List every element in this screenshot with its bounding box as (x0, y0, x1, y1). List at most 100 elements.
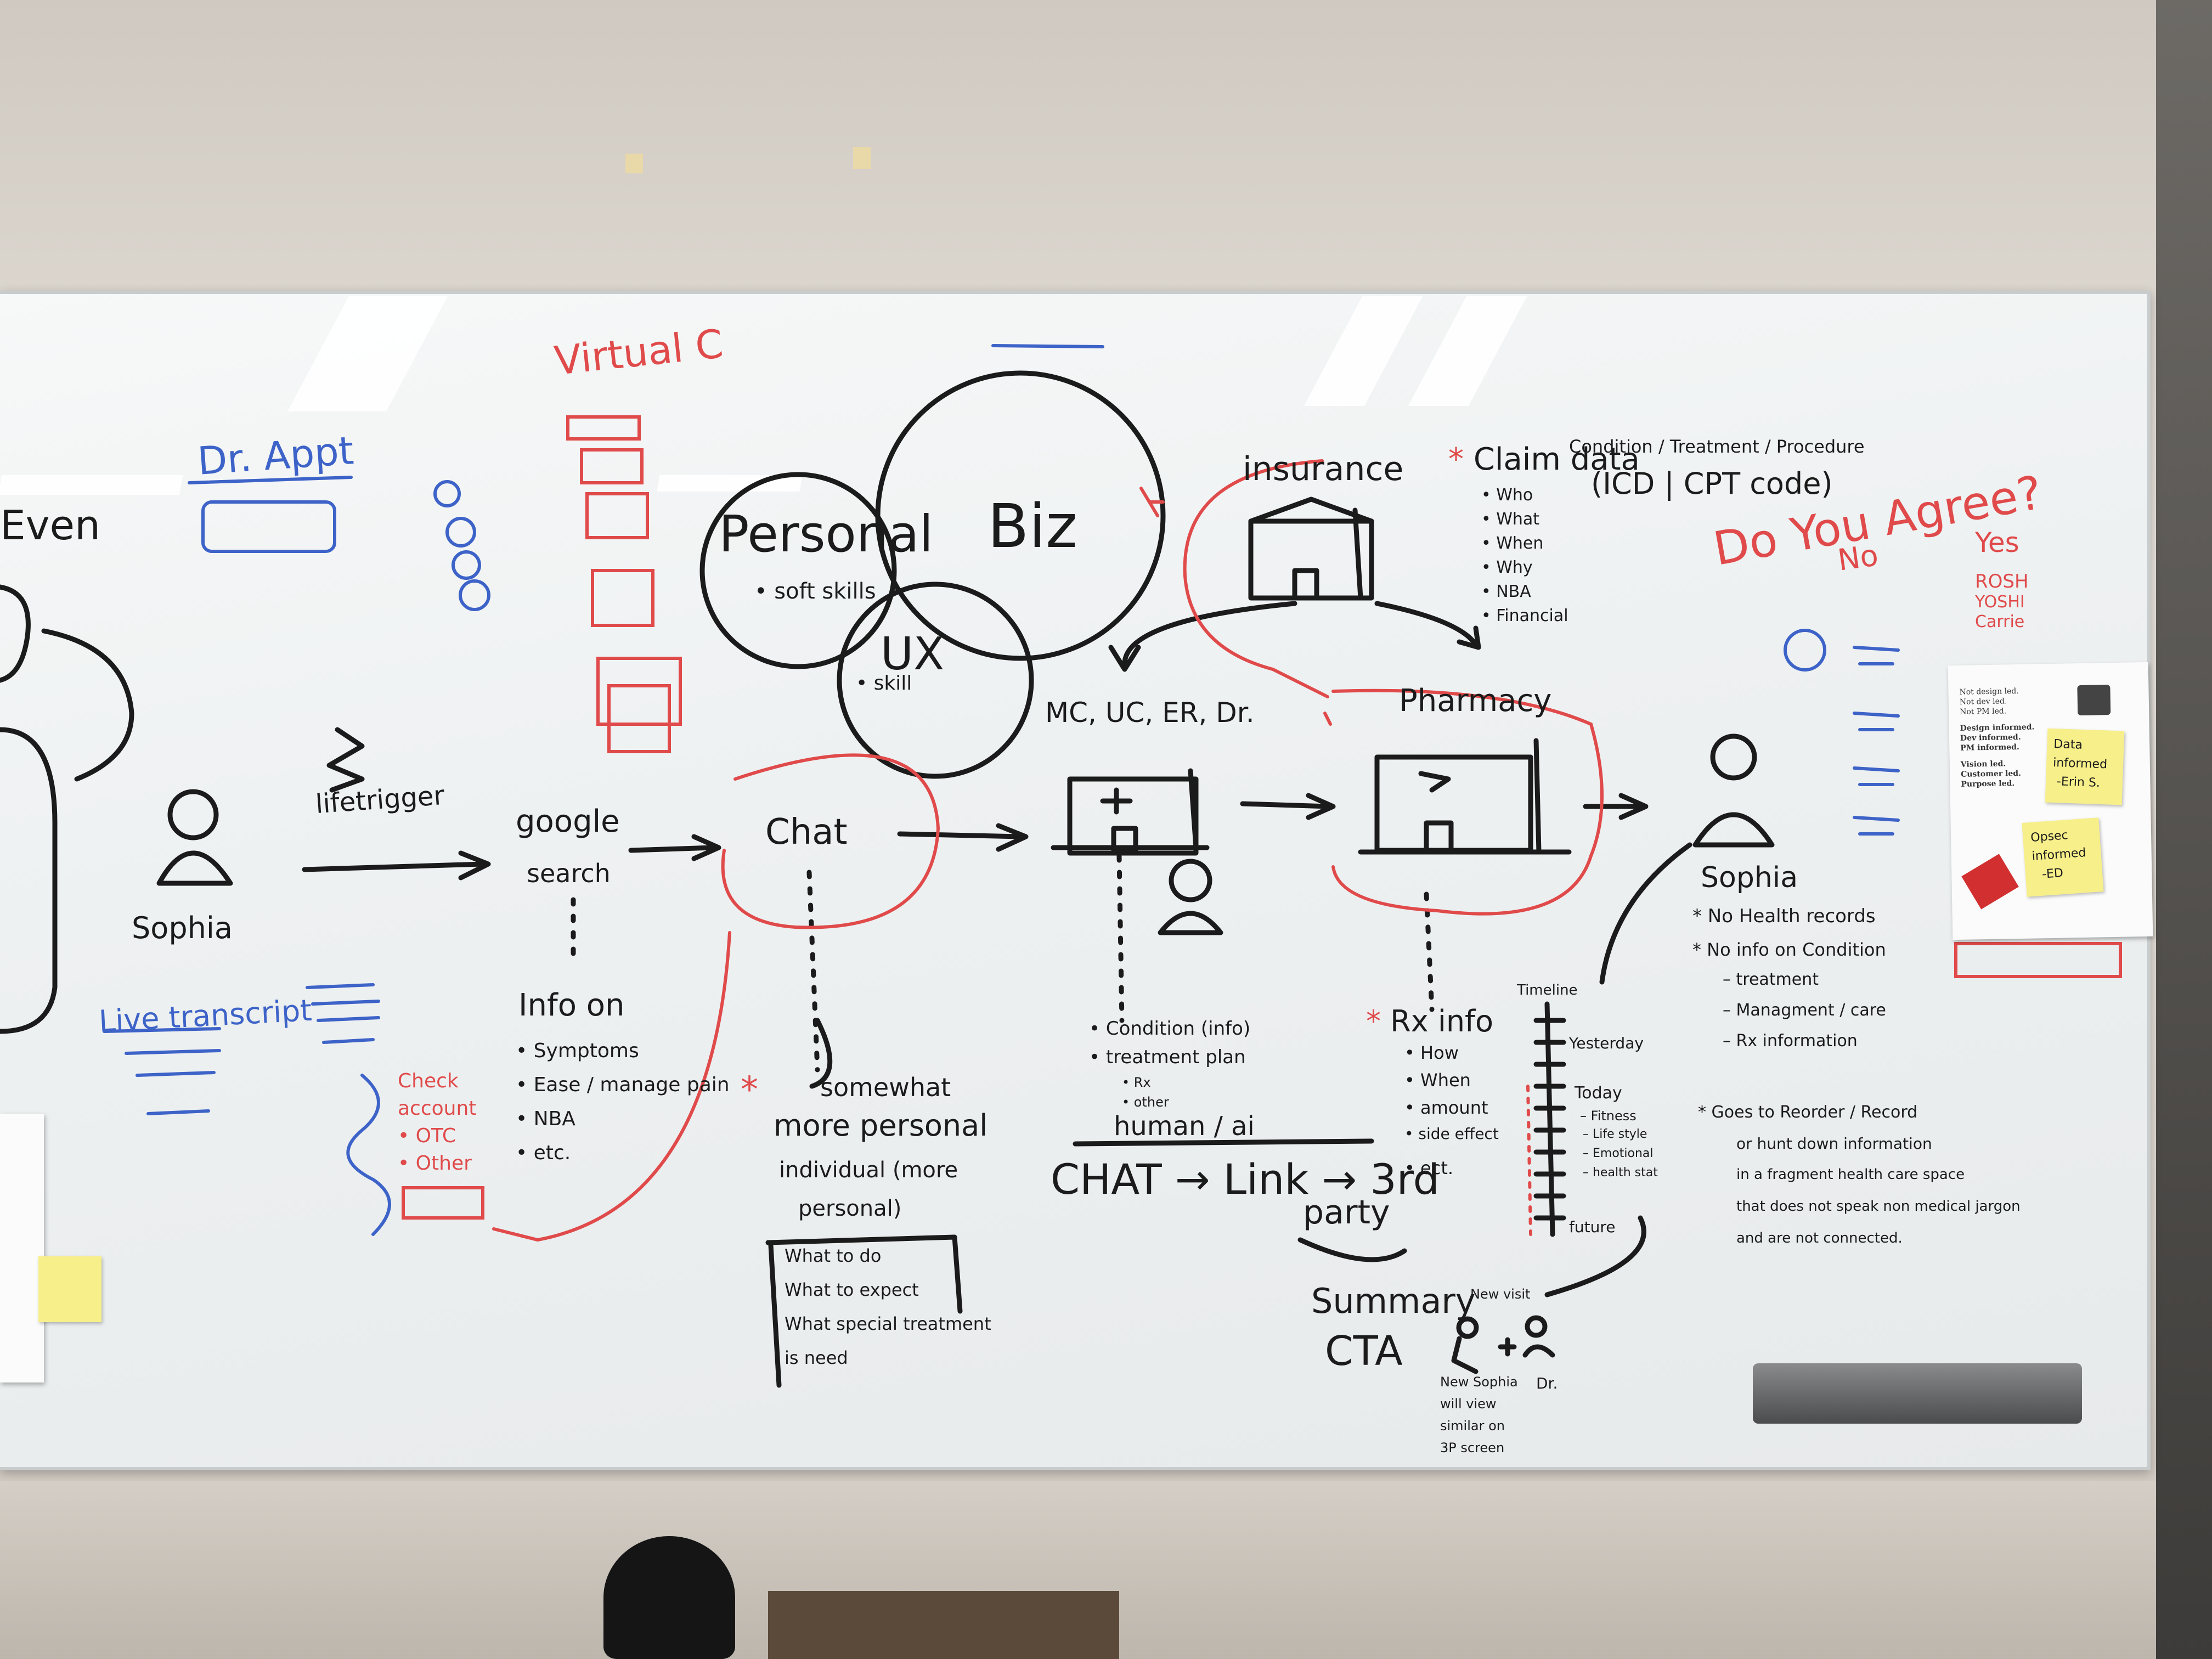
list-item: • Ease / manage pain (516, 1074, 730, 1096)
list-item: or hunt down information (1736, 1135, 1932, 1153)
sticky-line: -Erin S. (2056, 775, 2101, 790)
red-sticker (1961, 854, 2019, 910)
chat-link-label: CHAT → Link → 3rd (1051, 1155, 1440, 1204)
list-item: • Why (1481, 558, 1533, 577)
list-item: What to expect (785, 1279, 919, 1300)
whiteboard (0, 291, 2151, 1470)
sophia-notes: * No Health records * No info on Conditi… (1692, 905, 1886, 1062)
new-sophia-label: 3P screen (1440, 1440, 1505, 1455)
list-item: • Other (398, 1152, 472, 1175)
marker-tray (1753, 1363, 2082, 1424)
sticky-line: Opsec (2030, 828, 2069, 845)
claim-codes: (ICD | CPT code) (1591, 466, 1833, 501)
list-item: ROSH (1975, 571, 2029, 592)
list-item: • treatment plan (1089, 1046, 1246, 1068)
clinic-label: MC, UC, ER, Dr. (1045, 697, 1255, 729)
list-item: • NBA (516, 1108, 575, 1130)
timeline-item: – Emotional (1583, 1147, 1654, 1160)
sticky-line: informed (2031, 846, 2087, 864)
chat-asterisk: * (741, 1070, 758, 1110)
tape-mark (625, 154, 643, 173)
list-item: is need (785, 1347, 848, 1368)
list-item: * No Health records (1692, 905, 1876, 927)
list-item: – treatment (1723, 970, 1819, 989)
claim-title-text: Claim data (1473, 442, 1640, 477)
list-item: • Symptoms (516, 1040, 639, 1062)
list-item: • etc. (516, 1142, 571, 1164)
timeline-item: Today (1575, 1084, 1622, 1103)
do-you-no: No (1835, 538, 1881, 578)
list-item: • When (1404, 1070, 1471, 1091)
sophia-footnotes: * Goes to Reorder / Record or hunt down … (1698, 1103, 2021, 1262)
info-title: Info on (518, 988, 625, 1023)
sticky-note-data: Data informed -Erin S. (2045, 728, 2125, 805)
list-item: – Managment / care (1723, 1001, 1886, 1020)
timeline-label: Timeline (1517, 982, 1578, 998)
venn-personal-label: Personal (719, 505, 934, 563)
chat-note-4: personal) (798, 1196, 902, 1221)
list-item: • NBA (1481, 582, 1531, 601)
list-item: • ect. (1404, 1158, 1454, 1178)
bag (603, 1536, 735, 1659)
office-background (2156, 0, 2212, 1659)
timeline-item: – Fitness (1580, 1108, 1637, 1124)
list-item: What special treatment (785, 1313, 991, 1334)
list-item: • What (1481, 510, 1540, 529)
list-item: • amount (1404, 1097, 1488, 1118)
list-item: – Rx information (1723, 1031, 1858, 1051)
sticky-line: informed (2052, 755, 2108, 772)
insurance-label: insurance (1243, 450, 1404, 488)
chat-note-2: more personal (774, 1108, 988, 1143)
human-ai-label: human / ai (1114, 1111, 1255, 1142)
list-item: • How (1404, 1042, 1459, 1063)
check-list: Check account • OTC • Other (398, 1070, 476, 1180)
new-sophia-label: similar on (1440, 1418, 1505, 1434)
list-item: • Who (1481, 486, 1533, 505)
info-list: • Symptoms • Ease / manage pain • NBA • … (516, 1040, 730, 1176)
do-you-yes: Yes (1975, 527, 2019, 558)
paper-sheet-left (0, 1114, 44, 1383)
list-item: * No info on Condition (1692, 939, 1886, 960)
clinic-list: • Condition (info) • treatment plan • Rx… (1089, 1018, 1250, 1114)
rx-title: * Rx info (1366, 1004, 1494, 1039)
party-label: party (1303, 1193, 1390, 1232)
claim-list: • Who • What • When • Why • NBA • Financ… (1481, 486, 1568, 630)
magnet (2077, 685, 2111, 716)
list-item: account (398, 1097, 477, 1120)
rx-list: • How • When • amount • side effect • ec… (1404, 1042, 1499, 1185)
tape-mark (853, 147, 871, 169)
search-label: search (527, 859, 611, 888)
chat-label: Chat (765, 812, 848, 853)
list-item: Carrie (1975, 612, 2025, 631)
venn-ux-note: • skill (856, 672, 912, 695)
list-item: What to do (785, 1245, 882, 1266)
list-item: in a fragment health care space (1736, 1166, 1965, 1183)
venn-biz-label: Biz (988, 491, 1077, 561)
rx-title-text: Rx info (1390, 1004, 1494, 1039)
new-visit-label: New visit (1470, 1286, 1531, 1302)
list-item: • other (1122, 1094, 1169, 1110)
list-item: • side effect (1404, 1125, 1499, 1143)
summary-label: Summary (1311, 1281, 1476, 1321)
sophia-right-name: Sophia (1701, 861, 1798, 894)
list-item: YOSHI (1975, 592, 2025, 612)
new-sophia-label: will view (1440, 1396, 1497, 1412)
timeline-item: – health stat (1583, 1166, 1658, 1180)
list-item: and are not connected. (1736, 1230, 1903, 1246)
list-item: • OTC (398, 1125, 456, 1147)
list-item: • When (1481, 534, 1544, 553)
venn-personal-note: • soft skills (754, 579, 876, 604)
chat-box-list: What to do What to expect What special t… (785, 1245, 991, 1381)
list-item: Check (398, 1070, 459, 1092)
venn-biz-circle (875, 370, 1166, 661)
cardboard-box (768, 1591, 1119, 1659)
list-item: that does not speak non medical jargon (1736, 1198, 2021, 1215)
list-item: • Rx (1122, 1075, 1151, 1090)
sticky-line: Data (2053, 737, 2083, 752)
claim-title: * Claim data (1448, 442, 1640, 477)
venn-ux-circle (837, 582, 1034, 779)
sticky-line: -ED (2041, 866, 2064, 882)
timeline-item: future (1569, 1218, 1616, 1236)
chat-note-3: individual (more (779, 1158, 958, 1183)
list-item: * Goes to Reorder / Record (1698, 1103, 1918, 1122)
